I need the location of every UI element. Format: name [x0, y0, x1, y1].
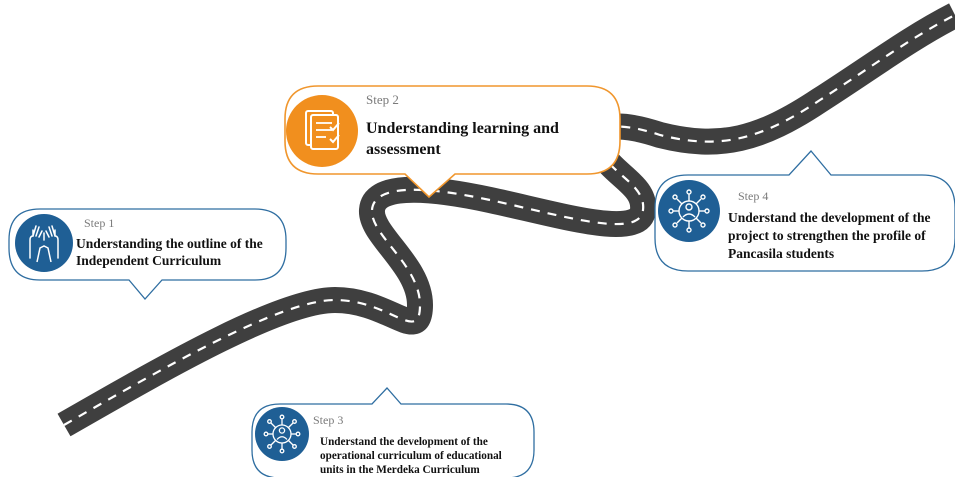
step-3-bubble [251, 387, 535, 477]
step-1-title-line-2: Independent Curriculum [76, 253, 222, 268]
step-2-title-line-1: Understanding learning and [366, 120, 559, 137]
step-3-title-line-3: units in the Merdeka Curriculum [320, 464, 480, 476]
step-1-bubble [8, 208, 287, 300]
step-3-title-line-1: Understand the development of the [320, 436, 488, 448]
checklist-document-icon [286, 95, 358, 167]
raised-hands-icon [15, 214, 73, 272]
step-4-callout: Step 4 Understand the development of the… [654, 150, 955, 272]
step-3-label: Step 3 [313, 413, 343, 427]
winding-road [56, 1, 955, 439]
step-3-callout: Step 3 Understand the development of the… [251, 387, 535, 477]
step-4-title-line-3: Pancasila students [728, 246, 834, 261]
step-2-callout: Step 2 Understanding learning and assess… [284, 85, 621, 199]
step-2-label: Step 2 [366, 92, 399, 107]
step-3-title-line-2: operational curriculum of educational [320, 450, 502, 462]
step-4-title-line-2: project to strengthen the profile of [728, 228, 926, 243]
step-1-title-line-1: Understanding the outline of the [76, 236, 263, 251]
step-4-label: Step 4 [738, 189, 768, 203]
gear-person-network-icon [658, 180, 720, 242]
step-2-title-line-2: assessment [366, 141, 441, 158]
gear-person-network-icon [255, 407, 309, 461]
step-2-bubble [284, 85, 621, 199]
step-4-bubble [654, 150, 955, 272]
step-4-title-line-1: Understand the development of the [728, 210, 931, 225]
step-1-label: Step 1 [84, 216, 114, 230]
step-1-callout: Step 1 Understanding the outline of the … [8, 208, 287, 300]
